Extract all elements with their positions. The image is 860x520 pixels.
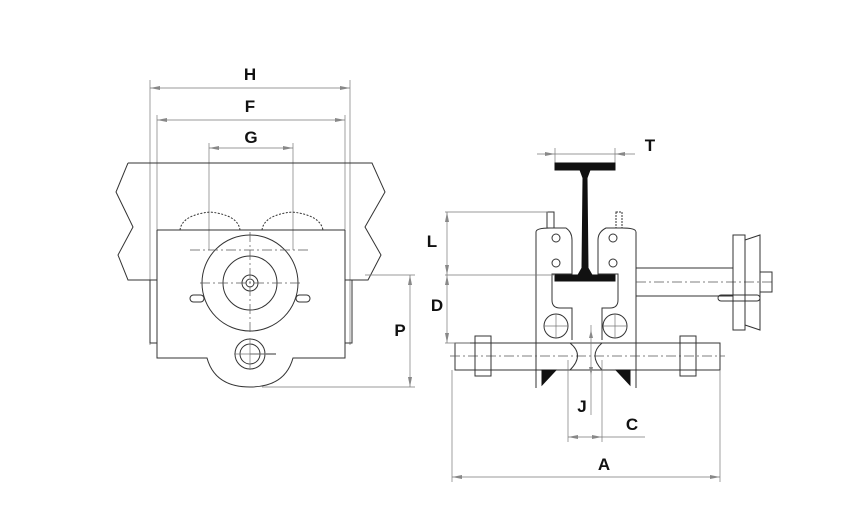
label-g: G (244, 128, 257, 147)
side-plate-right (597, 227, 637, 388)
rail-beam (115, 162, 386, 281)
side-view: T (427, 136, 775, 482)
dimension-j: J (577, 325, 593, 416)
label-a: A (598, 455, 610, 474)
handwheel (190, 232, 310, 334)
trolley-plate (156, 230, 346, 388)
dimension-d: D (431, 275, 470, 344)
side-plate-left (535, 227, 573, 388)
dimension-t: T (537, 136, 656, 165)
rollers (543, 313, 628, 339)
stud-right (615, 211, 623, 229)
front-view: H F G (115, 65, 415, 388)
dimension-l: L (427, 211, 555, 276)
side-plate-right (344, 279, 353, 344)
stud-left (546, 211, 555, 229)
label-l: L (427, 232, 437, 251)
dimension-a: A (451, 370, 721, 482)
dimension-c: C (567, 360, 645, 442)
side-plate-left (149, 279, 158, 344)
dimension-p: P (262, 274, 415, 388)
dimension-g: G (208, 128, 294, 250)
label-h: H (244, 65, 256, 84)
pins (189, 294, 311, 303)
label-c: C (626, 415, 638, 434)
label-d: D (431, 296, 443, 315)
label-t: T (645, 136, 656, 155)
label-j: J (577, 397, 586, 416)
chain-wheel (635, 234, 775, 331)
lock-knob (234, 338, 276, 370)
bolts (551, 233, 618, 268)
gear-right (261, 211, 324, 231)
label-f: F (245, 97, 255, 116)
i-beam (554, 162, 616, 282)
gear-left (179, 211, 241, 231)
dimension-f: F (156, 97, 346, 230)
label-p: P (394, 321, 405, 340)
axle (450, 335, 725, 387)
